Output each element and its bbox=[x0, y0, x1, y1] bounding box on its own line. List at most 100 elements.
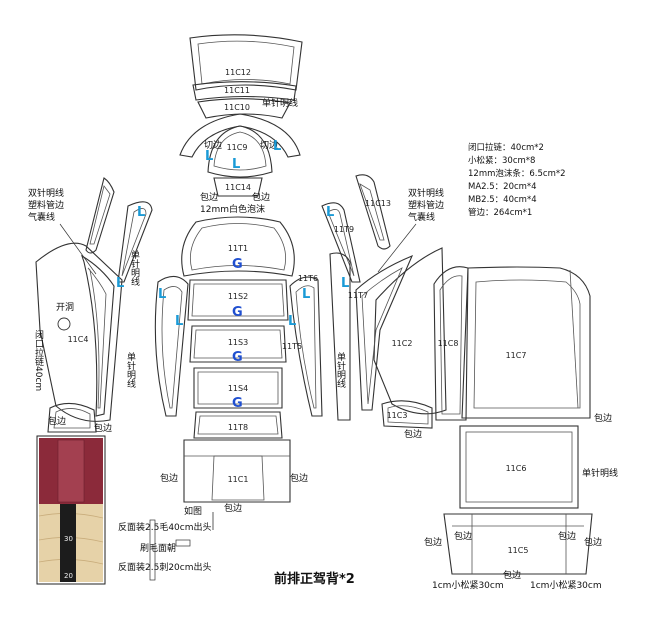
label-11C10: 11C10 bbox=[224, 103, 250, 112]
note-3: 12mm泡沫条：6.5cm*2 bbox=[468, 168, 566, 179]
annot-wrap-edge-c14-left: 包边 bbox=[200, 191, 218, 203]
piece-11C7: 11C7 bbox=[461, 266, 591, 419]
piece-11C6: 11C6 bbox=[459, 425, 579, 509]
annot-open-hole: 开洞 bbox=[56, 302, 74, 313]
label-11S3: 11S3 bbox=[228, 338, 248, 347]
piece-11S3: 11S3 G bbox=[189, 325, 287, 365]
annot-group-double-needle-left: 双针明线 塑料管边 气囊线 bbox=[28, 187, 64, 223]
annot-single-needle-vertical-left-lower: 单针明线 bbox=[125, 351, 136, 388]
annot-wrap-edge-c1-bottom: 包边 bbox=[224, 502, 242, 514]
grain-L-t6: L bbox=[302, 287, 310, 302]
annot-wrap-edge-c5-left-outer: 包边 bbox=[424, 536, 442, 548]
annot-foam-12mm: 12mm白色泡沫 bbox=[200, 203, 265, 215]
annot-wrap-edge-c3: 包边 bbox=[404, 428, 422, 440]
annot-cut-edge-left: 切边 bbox=[204, 140, 222, 151]
annot-elastic-right: 1cm小松紧30cm bbox=[530, 579, 602, 591]
label-11C11: 11C11 bbox=[224, 86, 250, 95]
piece-11T9: 11T9 bbox=[321, 202, 361, 283]
annot-wrap-edge-c14-right: 包边 bbox=[252, 191, 270, 203]
label-11S2: 11S2 bbox=[228, 292, 248, 301]
annot-single-needle-vertical-right: 单针明线 bbox=[335, 351, 346, 388]
label-11C8: 11C8 bbox=[438, 339, 459, 348]
grain-L-c9-center: L bbox=[232, 157, 240, 172]
grain-G-s2: G bbox=[232, 305, 243, 320]
annot-elastic-left: 1cm小松紧30cm bbox=[432, 579, 504, 591]
label-11C7: 11C7 bbox=[506, 351, 527, 360]
label-11C4: 11C4 bbox=[68, 335, 89, 344]
piece-11C1: 11C1 bbox=[183, 439, 291, 503]
piece-11C3: 11C3 bbox=[381, 400, 433, 429]
annot-double-needle-left-1: 双针明线 bbox=[28, 187, 64, 199]
piece-11T1: 11T1 G bbox=[181, 216, 295, 277]
label-11C9: 11C9 bbox=[227, 143, 248, 152]
label-11S4: 11S4 bbox=[228, 384, 248, 393]
grain-L-c4: L bbox=[116, 276, 124, 291]
grain-L-c9-left: L bbox=[205, 149, 213, 164]
piece-11S4: 11S4 G bbox=[193, 367, 283, 411]
ruler-tick-30: 30 bbox=[64, 535, 73, 543]
annot-single-needle-right: 单针明线 bbox=[582, 467, 618, 479]
piece-11C10: 11C10 bbox=[197, 98, 291, 119]
piece-11C8: 11C8 bbox=[433, 266, 469, 421]
piece-11C9: 11C9 bbox=[179, 113, 301, 178]
annot-reverse-fabric-2: 反面装2.5刺20cm出头 bbox=[118, 561, 211, 573]
annot-single-needle-top: 单针明线 bbox=[262, 97, 298, 109]
note-1: 闭口拉链：40cm*2 bbox=[468, 142, 544, 153]
grain-L-t5: L bbox=[288, 314, 296, 329]
grain-G-t1: G bbox=[232, 257, 243, 272]
note-6: 管边：264cm*1 bbox=[468, 207, 532, 218]
label-11T6: 11T6 bbox=[298, 274, 318, 283]
piece-11C12: 11C12 bbox=[189, 34, 303, 91]
annot-double-needle-right-1: 双针明线 bbox=[408, 187, 444, 199]
annot-wrap-edge-c1-left: 包边 bbox=[160, 472, 178, 484]
open-hole-mark bbox=[57, 317, 71, 331]
grain-L-inner-left-top: L bbox=[158, 287, 166, 302]
label-11T5: 11T5 bbox=[282, 342, 302, 351]
label-11C13: 11C13 bbox=[365, 199, 391, 208]
annot-brushed-face: 刷毛面朝 bbox=[140, 542, 176, 554]
annot-reverse-fabric-1: 反面装2.5毛40cm出头 bbox=[118, 521, 211, 533]
piece-11C11: 11C11 bbox=[192, 81, 297, 101]
reference-photo: 30 20 bbox=[36, 435, 106, 585]
annot-wrap-edge-c7: 包边 bbox=[594, 412, 612, 424]
annot-wrap-edge-left-flap: 包边 bbox=[48, 415, 66, 427]
label-11C1: 11C1 bbox=[228, 475, 249, 484]
label-11T8: 11T8 bbox=[228, 423, 248, 432]
annot-cut-edge-right: 切边 bbox=[260, 140, 278, 151]
label-11C2: 11C2 bbox=[392, 339, 413, 348]
piece-11T9-left-inner bbox=[154, 275, 189, 417]
materials-notes: 闭口拉链：40cm*2 小松紧：30cm*8 12mm泡沫条：6.5cm*2 M… bbox=[468, 142, 566, 218]
label-11T9: 11T9 bbox=[334, 225, 354, 234]
piece-11T7: 11T7 bbox=[329, 252, 368, 421]
grain-L-t7: L bbox=[341, 276, 349, 291]
piece-left-bottom-flap bbox=[47, 402, 97, 433]
annot-single-needle-vertical-left-upper: 单针明线 bbox=[129, 249, 140, 286]
note-2: 小松紧：30cm*8 bbox=[468, 155, 535, 166]
annot-wrap-edge-c5-right-inner: 包边 bbox=[558, 530, 576, 542]
annot-as-shown: 如图 bbox=[184, 505, 202, 517]
annot-wrap-edge-c5-left-inner: 包边 bbox=[454, 530, 472, 542]
annot-closed-zipper: 闭口拉链40cm bbox=[33, 329, 44, 391]
label-11C6: 11C6 bbox=[506, 464, 527, 473]
piece-11T6: 11T6 bbox=[289, 274, 323, 417]
piece-11C13: 11C13 bbox=[355, 174, 391, 250]
label-11T1: 11T1 bbox=[228, 244, 248, 253]
grain-L-t9: L bbox=[326, 205, 334, 220]
grain-L-c9-right: L bbox=[273, 139, 281, 154]
label-11C14: 11C14 bbox=[225, 183, 251, 192]
label-11C3: 11C3 bbox=[387, 411, 408, 420]
annot-wrap-edge-c5-right-outer: 包边 bbox=[584, 536, 602, 548]
annot-double-needle-left-2: 塑料管边 bbox=[28, 199, 64, 211]
piece-left-wing-outer bbox=[85, 177, 115, 254]
annot-wrap-edge-c1-right: 包边 bbox=[290, 472, 308, 484]
piece-11T8: 11T8 bbox=[193, 411, 283, 439]
piece-11C2: 11C2 bbox=[355, 247, 447, 415]
note-5: MB2.5：40cm*4 bbox=[468, 195, 537, 205]
annot-double-needle-left-3: 气囊线 bbox=[28, 211, 55, 223]
page-title: 前排正驾背*2 bbox=[274, 571, 355, 587]
annot-double-needle-right-3: 气囊线 bbox=[408, 211, 435, 223]
piece-11C4: 11C4 bbox=[35, 242, 123, 422]
grain-G-s4: G bbox=[232, 396, 243, 411]
grain-G-s3: G bbox=[232, 350, 243, 365]
piece-11C14: 11C14 bbox=[213, 177, 263, 197]
